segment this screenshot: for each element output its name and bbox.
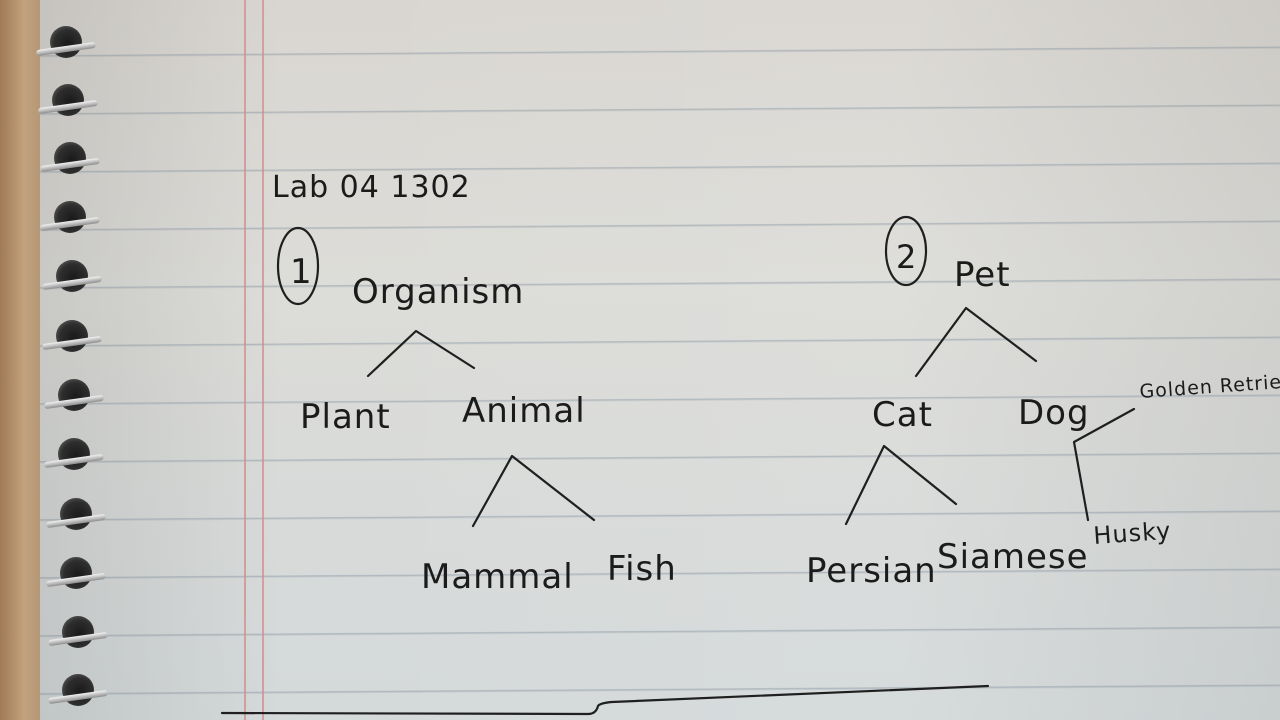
tree2-branch-dog bbox=[1072, 407, 1136, 522]
tree2-leaf-golden-retriever: Golden Retriever bbox=[1139, 369, 1280, 403]
margin-line-left bbox=[244, 0, 246, 720]
spiral-ring-icon bbox=[41, 256, 103, 296]
spiral-ring-icon bbox=[43, 375, 105, 415]
number-circle-2 bbox=[884, 215, 928, 287]
bottom-bracket-stroke bbox=[220, 684, 990, 716]
tree1-branch-root bbox=[366, 329, 476, 378]
tree2-leaf-persian: Persian bbox=[806, 551, 937, 591]
tree2-leaf-husky: Husky bbox=[1092, 517, 1172, 550]
tree2-root: Pet bbox=[954, 255, 1011, 295]
spiral-ring-icon bbox=[43, 434, 105, 474]
spiral-ring-icon bbox=[41, 316, 103, 356]
tree1-child-animal: Animal bbox=[462, 391, 586, 431]
number-circle-1 bbox=[276, 226, 320, 306]
tree1-branch-animal bbox=[471, 454, 596, 528]
spiral-ring-icon bbox=[39, 138, 101, 178]
spiral-ring-icon bbox=[47, 670, 109, 710]
tree1-leaf-fish: Fish bbox=[607, 549, 677, 589]
tree2-number: 2 bbox=[896, 238, 917, 276]
tree2-branch-cat bbox=[844, 444, 958, 526]
tree2-branch-root bbox=[914, 306, 1038, 378]
spiral-ring-icon bbox=[45, 494, 107, 534]
spiral-binding bbox=[0, 0, 40, 720]
spiral-ring-icon bbox=[47, 612, 109, 652]
spiral-ring-icon bbox=[35, 22, 97, 62]
spiral-ring-icon bbox=[45, 553, 107, 593]
spiral-ring-icon bbox=[39, 197, 101, 237]
tree2-leaf-siamese: Siamese bbox=[937, 537, 1089, 577]
tree1-root: Organism bbox=[352, 272, 524, 312]
margin-line-right bbox=[262, 0, 264, 720]
tree1-leaf-mammal: Mammal bbox=[421, 557, 574, 597]
page-title: Lab 04 1302 bbox=[272, 170, 471, 205]
tree2-child-cat: Cat bbox=[872, 395, 933, 435]
spiral-ring-icon bbox=[37, 80, 99, 120]
tree1-number: 1 bbox=[290, 252, 313, 292]
tree2-child-dog: Dog bbox=[1018, 393, 1090, 433]
tree1-child-plant: Plant bbox=[300, 397, 391, 437]
